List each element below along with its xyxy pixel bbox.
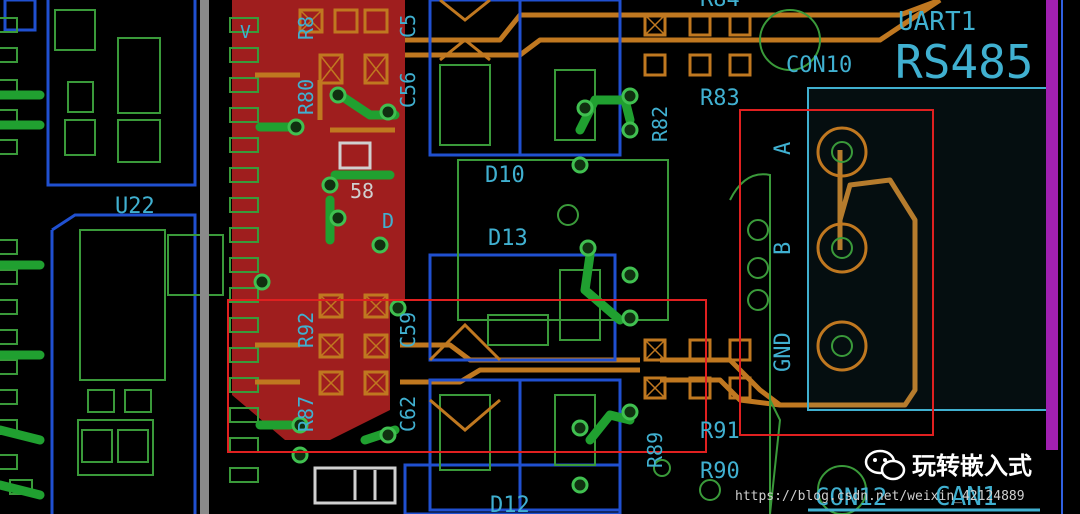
label-c62: C62 — [396, 396, 420, 432]
u22-outline — [3, 0, 197, 514]
rs485-connector — [729, 9, 1052, 514]
label-d10: D10 — [485, 163, 525, 188]
label-rs485: RS485 — [895, 35, 1033, 89]
white-silk-parts — [313, 141, 397, 505]
label-r81: R8 — [294, 16, 318, 40]
label-c57: C5 — [396, 14, 420, 38]
rotated-labels: R80 R8 C56 C5 R82 R92 C59 R87 C62 R89 A … — [294, 14, 796, 468]
diode-bodies — [403, 0, 622, 514]
label-con10: CON10 — [786, 53, 852, 78]
label-pin-b: B — [771, 242, 796, 255]
left-component-outlines — [54, 9, 161, 476]
watermark-url: https://blog.csdn.net/weixin_42124889 — [735, 489, 1025, 504]
resistor-pad-pairs — [298, 8, 752, 400]
label-pin-gnd: GND — [771, 332, 796, 372]
label-c56: C56 — [396, 72, 420, 108]
label-r82: R82 — [648, 106, 672, 142]
diode-outline-marks — [428, 0, 502, 432]
left-pad-columns — [0, 17, 224, 495]
wechat-icon — [864, 449, 906, 481]
label-u22: U22 — [115, 194, 155, 219]
pour-pad-column — [229, 17, 259, 483]
through-holes — [557, 204, 769, 501]
label-can: CAN1 — [935, 482, 998, 512]
label-c58: 58 — [350, 179, 374, 203]
label-d12: D12 — [490, 493, 530, 514]
vias — [253, 86, 639, 494]
label-con12: CON12 — [815, 483, 887, 511]
label-pin-a: A — [771, 142, 796, 155]
label-r90: R90 — [700, 459, 740, 484]
label-uart: UART1 — [898, 7, 976, 37]
label-vdd: D — [382, 209, 394, 233]
label-r83: R83 — [700, 86, 740, 111]
label-c59: C59 — [396, 312, 420, 348]
label-r87: R87 — [294, 396, 318, 432]
label-r89: R89 — [643, 432, 667, 468]
label-r91: R91 — [700, 419, 740, 444]
board-slot — [200, 0, 209, 514]
label-r92: R92 — [294, 312, 318, 348]
watermark: 玩转嵌入式 https://blog.csdn.net/weixin_42124… — [735, 449, 1032, 504]
label-d13: D13 — [488, 226, 528, 251]
board-edge — [1046, 0, 1058, 450]
pad-x-marks — [299, 9, 666, 399]
keepout-regions — [227, 109, 934, 453]
watermark-brand: 玩转嵌入式 — [912, 452, 1032, 480]
label-r84: R84 — [700, 0, 740, 12]
label-fragment-v: V — [240, 22, 251, 43]
label-r80: R80 — [294, 79, 318, 115]
